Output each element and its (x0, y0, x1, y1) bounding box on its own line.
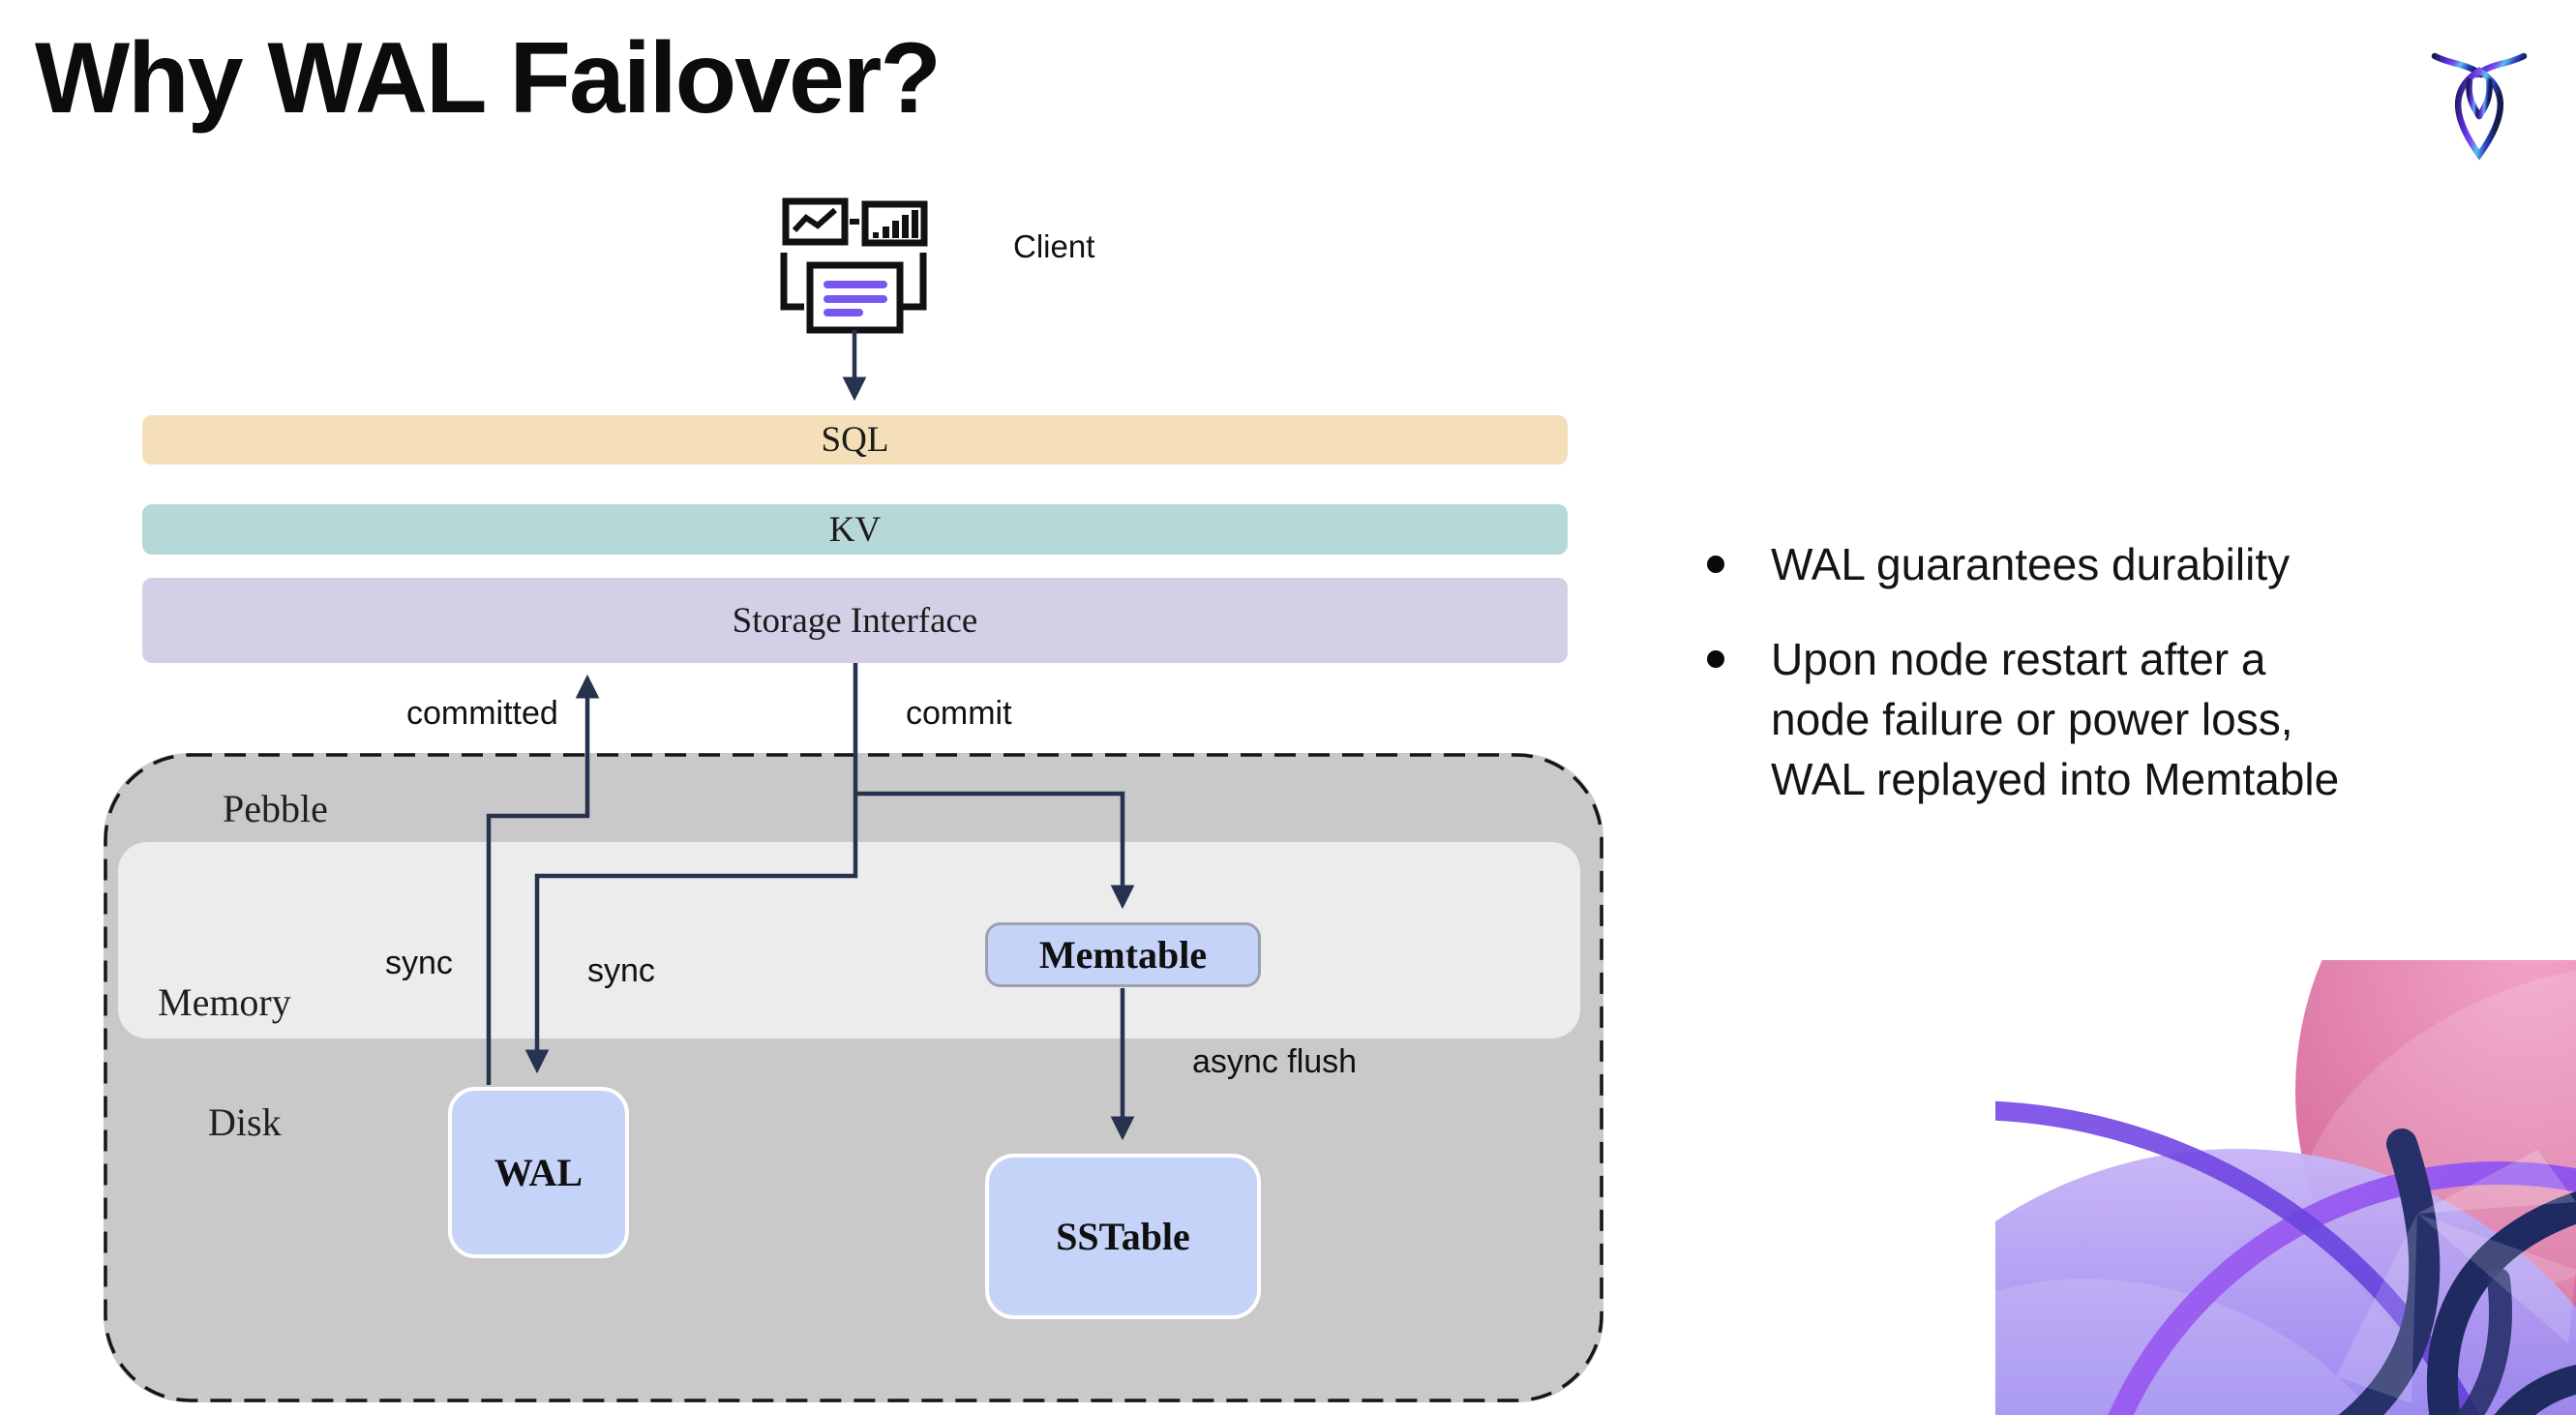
edge-label-async-flush: async flush (1192, 1043, 1358, 1080)
bullet-item: WAL guarantees durability (1695, 534, 2508, 594)
sstable-box: SSTable (985, 1154, 1261, 1319)
pebble-container: Pebble Memory Disk (104, 753, 1603, 1402)
memory-label: Memory (158, 980, 291, 1024)
edge-label-committed: committed (406, 695, 558, 732)
bullet-item: Upon node restart after a node failure o… (1695, 629, 2508, 809)
bullet-list: WAL guarantees durability Upon node rest… (1695, 534, 2508, 844)
edge-label-commit: commit (906, 695, 1012, 732)
wal-box: WAL (448, 1087, 629, 1258)
edge-label-sync-left: sync (385, 945, 453, 981)
edge-label-sync-right: sync (587, 952, 655, 989)
layer-sql: SQL (142, 415, 1568, 465)
cockroachdb-logo-icon (2431, 52, 2528, 161)
memory-zone (118, 842, 1580, 1039)
bullet-text: Upon node restart after a node failure o… (1771, 634, 2340, 804)
bullet-text: WAL guarantees durability (1771, 539, 2291, 589)
cockroach-brand-artwork (1995, 960, 2576, 1415)
client-dashboard-icon (780, 197, 928, 334)
layer-kv: KV (142, 504, 1568, 555)
client-label: Client (1013, 228, 1095, 264)
disk-label: Disk (208, 1100, 282, 1144)
page-title: Why WAL Failover? (35, 22, 942, 135)
memtable-box: Memtable (985, 922, 1261, 987)
pebble-label: Pebble (223, 787, 328, 830)
layer-storage-interface: Storage Interface (142, 578, 1568, 663)
